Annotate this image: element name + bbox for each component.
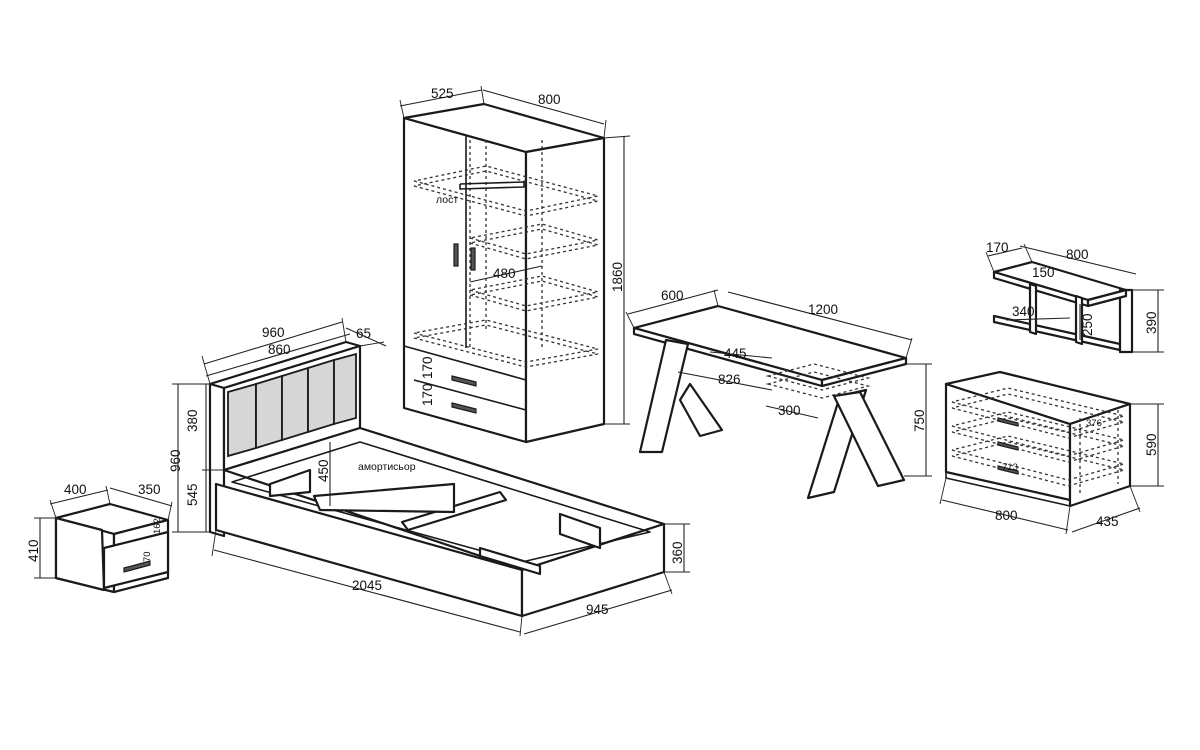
rod-label: лост xyxy=(436,194,458,206)
headboard-width-label: 960 xyxy=(262,325,285,340)
bed-storage-board-1 xyxy=(268,468,312,498)
nightstand-inner-1-label: 162 xyxy=(152,518,163,534)
desk-drawer xyxy=(765,363,871,391)
headboard-cushions xyxy=(227,352,357,458)
nightstand-height-label: 410 xyxy=(26,539,41,562)
dresser-height-label: 590 xyxy=(1144,433,1159,456)
nightstand-drawer xyxy=(102,530,170,590)
wardrobe-drawer-2-label: 170 xyxy=(420,383,435,406)
desk: 600 1200 750 445 826 300 xyxy=(625,288,932,500)
bed-frame-height-label: 545 xyxy=(185,483,200,506)
shock-absorber-label: амортисьор xyxy=(358,461,416,473)
wall-shelf-top-depth-label: 150 xyxy=(1032,265,1055,280)
wall-shelf-end xyxy=(1118,288,1134,354)
desk-width-label: 1200 xyxy=(808,302,838,317)
headboard-panel-label: 380 xyxy=(185,409,200,432)
desk-leg-left-b xyxy=(678,382,724,438)
bed-storage-board-3 xyxy=(558,512,602,550)
bed-width-label: 945 xyxy=(586,602,609,617)
wardrobe-hanging-rod xyxy=(459,181,525,190)
dresser-depth-label: 435 xyxy=(1096,514,1119,529)
wardrobe-plinth-line xyxy=(403,345,527,381)
nightstand-handle xyxy=(123,560,151,573)
wardrobe: лост 525 800 1860 480 170 170 xyxy=(399,85,631,444)
desk-depth-label: 600 xyxy=(661,288,684,303)
headboard-thickness-label: 65 xyxy=(356,326,371,341)
wall-shelf-depth-label: 170 xyxy=(986,240,1009,255)
nightstand: 162 70 400 350 410 xyxy=(26,482,173,594)
wardrobe-depth-label: 525 xyxy=(431,86,454,101)
wardrobe-drawer-1-label: 170 xyxy=(420,356,435,379)
wall-shelf: 170 800 150 390 340 250 xyxy=(985,240,1164,354)
headboard-inner-label: 860 xyxy=(268,342,291,357)
wall-shelf-bottom xyxy=(992,314,1122,352)
wall-shelf-divider-1 xyxy=(1028,282,1038,336)
bed-length-label: 2045 xyxy=(352,578,382,593)
wardrobe-drawer-split xyxy=(413,379,527,411)
wardrobe-drawer-handle-2 xyxy=(451,402,477,414)
desk-leg-right-b xyxy=(832,390,906,488)
wardrobe-shelves xyxy=(413,140,599,368)
bed-total-height-label: 960 xyxy=(168,449,183,472)
desk-inner-2-label: 826 xyxy=(718,372,741,387)
bed-base-height-label: 360 xyxy=(670,541,685,564)
wardrobe-right-handle xyxy=(470,247,476,271)
dresser-width-label: 800 xyxy=(995,508,1018,523)
bed-lift-panel xyxy=(312,482,456,514)
wardrobe-height-label: 1860 xyxy=(610,262,625,292)
wardrobe-width-label: 800 xyxy=(538,92,561,107)
nightstand-width-label: 400 xyxy=(64,482,87,497)
wall-shelf-height-label: 390 xyxy=(1144,311,1159,334)
bed-inner-rim xyxy=(231,441,651,563)
wall-shelf-width-label: 800 xyxy=(1066,247,1089,262)
wardrobe-shelf-depth-label: 480 xyxy=(493,266,516,281)
wardrobe-side xyxy=(524,136,606,444)
desk-inner-1-label: 445 xyxy=(724,346,747,361)
desk-drawer-width-label: 300 xyxy=(778,403,801,418)
bed: амортисьор 960 860 65 380 545 960 450 36… xyxy=(168,317,690,637)
dresser-drawer-depth-label: 376 xyxy=(1086,418,1102,429)
nightstand-depth-label: 350 xyxy=(138,482,161,497)
wardrobe-drawer-handle-1 xyxy=(451,375,477,387)
wardrobe-left-handle xyxy=(453,243,459,267)
wall-shelf-inner-height-label: 250 xyxy=(1080,313,1095,336)
dresser: 376 713 800 435 590 xyxy=(939,370,1164,535)
nightstand-inner-2-label: 70 xyxy=(142,551,153,562)
bed-storage-height-label: 450 xyxy=(316,459,331,482)
desk-height-label: 750 xyxy=(912,409,927,432)
dresser-drawer-width-label: 713 xyxy=(1002,462,1018,473)
dresser-drawers xyxy=(951,387,1127,494)
wall-shelf-inner-width-label: 340 xyxy=(1012,304,1035,319)
desk-leg-left-a xyxy=(638,338,690,454)
